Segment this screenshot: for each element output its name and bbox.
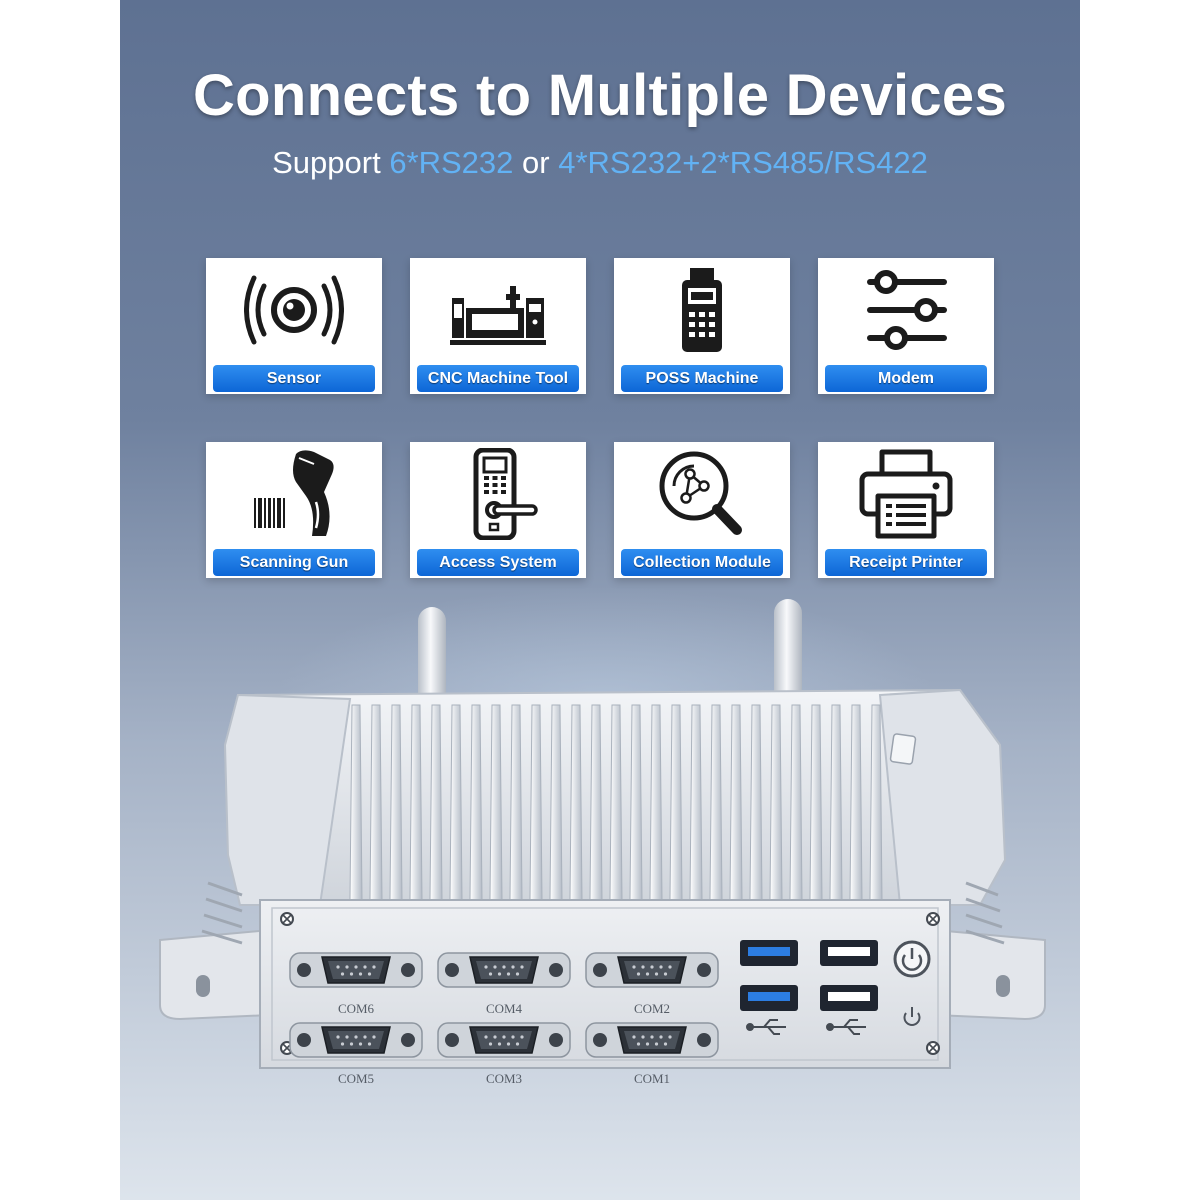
port-label-com5: COM5	[338, 1071, 374, 1086]
heatsink-fin	[849, 704, 863, 901]
device-card-poss-machine: POSS Machine	[614, 258, 790, 394]
device-card-collection-module: Collection Module	[614, 442, 790, 578]
sliders-icon	[867, 270, 947, 350]
magnifier-network-icon	[659, 451, 742, 535]
device-card-scanning-gun: Scanning Gun	[206, 442, 382, 578]
cnc-machine-icon	[450, 286, 546, 345]
usb3-port-bottom	[740, 985, 798, 1011]
port-label-com6: COM6	[338, 1001, 375, 1016]
heatsink-fin	[769, 704, 783, 901]
heatsink-fin	[389, 704, 403, 901]
db9-serial-port	[585, 1022, 719, 1058]
support-subtitle: Support 6*RS232 or 4*RS232+2*RS485/RS422	[120, 145, 1080, 181]
db9-serial-port	[289, 952, 423, 988]
heatsink-fin	[809, 704, 823, 901]
serial-port-group	[289, 952, 719, 1058]
device-label-access-system: Access System	[417, 549, 579, 576]
heatsink-fin	[689, 704, 703, 901]
heatsink-fin	[649, 704, 663, 901]
heatsink-fin	[549, 704, 563, 901]
pos-terminal-icon	[682, 268, 722, 352]
heatsink-fin	[629, 704, 643, 901]
heatsink-fin	[449, 704, 463, 901]
heatsink-fin	[829, 704, 843, 901]
device-card-receipt-printer: Receipt Printer	[818, 442, 994, 578]
heatsink-fin	[509, 704, 523, 901]
heatsink-fins	[349, 704, 883, 901]
printer-icon	[859, 449, 953, 539]
device-card-modem: Modem	[818, 258, 994, 394]
device-card-cnc-machine-tool: CNC Machine Tool	[410, 258, 586, 394]
heatsink-fin	[589, 704, 603, 901]
sensor-icon	[244, 275, 344, 345]
heatsink-fin	[489, 704, 503, 901]
device-label-receipt-printer: Receipt Printer	[825, 549, 987, 576]
subtitle-middle: or	[513, 145, 559, 180]
db9-serial-port	[437, 1022, 571, 1058]
device-label-collection-module: Collection Module	[621, 549, 783, 576]
device-card-sensor: Sensor	[206, 258, 382, 394]
heatsink-fin	[469, 704, 483, 901]
heatsink-fin	[669, 704, 683, 901]
heatsink-fin	[709, 704, 723, 901]
device-label-sensor: Sensor	[213, 365, 375, 392]
industrial-pc-illustration: COM6 COM4 COM2 COM5 COM3 COM1	[159, 599, 1046, 1086]
port-label-com3: COM3	[486, 1071, 522, 1086]
usb3-port-top	[740, 940, 798, 966]
heatsink-fin	[409, 704, 423, 901]
port-label-com2: COM2	[634, 1001, 670, 1016]
device-label-cnc-machine-tool: CNC Machine Tool	[417, 365, 579, 392]
port-label-com4: COM4	[486, 1001, 523, 1016]
usb2-port-top	[820, 940, 878, 966]
door-lock-icon	[473, 448, 538, 540]
heatsink-fin	[569, 704, 583, 901]
heatsink-fin	[869, 704, 883, 901]
db9-serial-port	[437, 952, 571, 988]
page-title: Connects to Multiple Devices	[192, 63, 1008, 128]
port-label-com1: COM1	[634, 1071, 670, 1086]
heatsink-fin	[749, 704, 763, 901]
heatsink-fin	[369, 704, 383, 901]
barcode-scanner-icon	[254, 450, 334, 536]
power-indicator-icon	[903, 1007, 921, 1026]
heatsink-fin	[729, 704, 743, 901]
heatsink-fin	[609, 704, 623, 901]
usb2-port-bottom	[820, 985, 878, 1011]
device-label-modem: Modem	[825, 365, 987, 392]
heatsink-fin	[789, 704, 803, 901]
subtitle-highlight-rs485: 4*RS232+2*RS485/RS422	[558, 145, 928, 180]
power-button-icon	[893, 940, 931, 978]
device-label-poss-machine: POSS Machine	[621, 365, 783, 392]
db9-serial-port	[289, 1022, 423, 1058]
device-card-access-system: Access System	[410, 442, 586, 578]
db9-serial-port	[585, 952, 719, 988]
heatsink-fin	[349, 704, 363, 901]
subtitle-prefix: Support	[272, 145, 390, 180]
usb-symbol-icon	[746, 1019, 866, 1035]
product-banner: Connects to Multiple Devices Support 6*R…	[120, 0, 1080, 1200]
heatsink-fin	[429, 704, 443, 901]
device-label-scanning-gun: Scanning Gun	[213, 549, 375, 576]
subtitle-highlight-rs232: 6*RS232	[389, 145, 514, 180]
heatsink-fin	[529, 704, 543, 901]
